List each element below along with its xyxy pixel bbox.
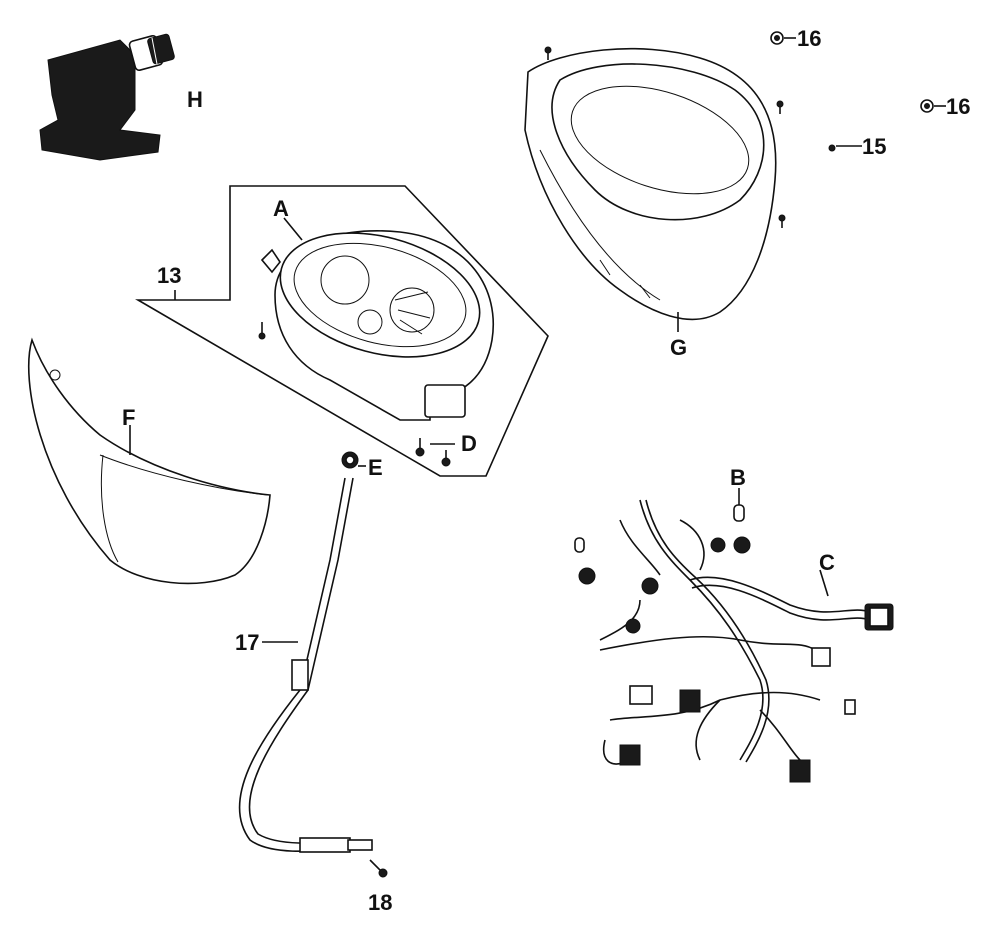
callout-c: C <box>819 550 835 575</box>
part-e-gear <box>341 451 366 469</box>
part-16-clip-right <box>920 99 946 113</box>
callout-e: E <box>368 455 383 480</box>
part-g-headlight-housing <box>524 47 777 332</box>
callout-16-top: 16 <box>797 26 821 51</box>
callout-18: 18 <box>368 890 392 915</box>
callout-17: 17 <box>235 630 259 655</box>
part-17-speedometer-cable <box>238 477 373 853</box>
part-h-intake-joint <box>39 33 175 161</box>
part-18-screw <box>369 859 388 878</box>
assembly-13-boundary <box>135 185 549 477</box>
screw-icon <box>544 46 786 228</box>
part-15-screw <box>828 144 862 152</box>
screw-icon <box>258 322 266 340</box>
callout-g: G <box>670 335 687 360</box>
callout-d: D <box>461 431 477 456</box>
part-d-screws <box>415 438 455 467</box>
callout-a: A <box>273 196 289 221</box>
part-b-bulb <box>574 488 745 553</box>
callout-h: H <box>187 87 203 112</box>
callout-16-right: 16 <box>946 94 970 119</box>
part-16-clip-top <box>770 31 796 45</box>
callout-b: B <box>730 465 746 490</box>
callout-f: F <box>122 405 135 430</box>
part-a-speedometer <box>260 217 494 421</box>
callout-15: 15 <box>862 134 886 159</box>
part-f-lens-cover <box>27 337 271 585</box>
callout-13: 13 <box>157 263 181 288</box>
part-c-wiring-harness <box>578 499 894 783</box>
